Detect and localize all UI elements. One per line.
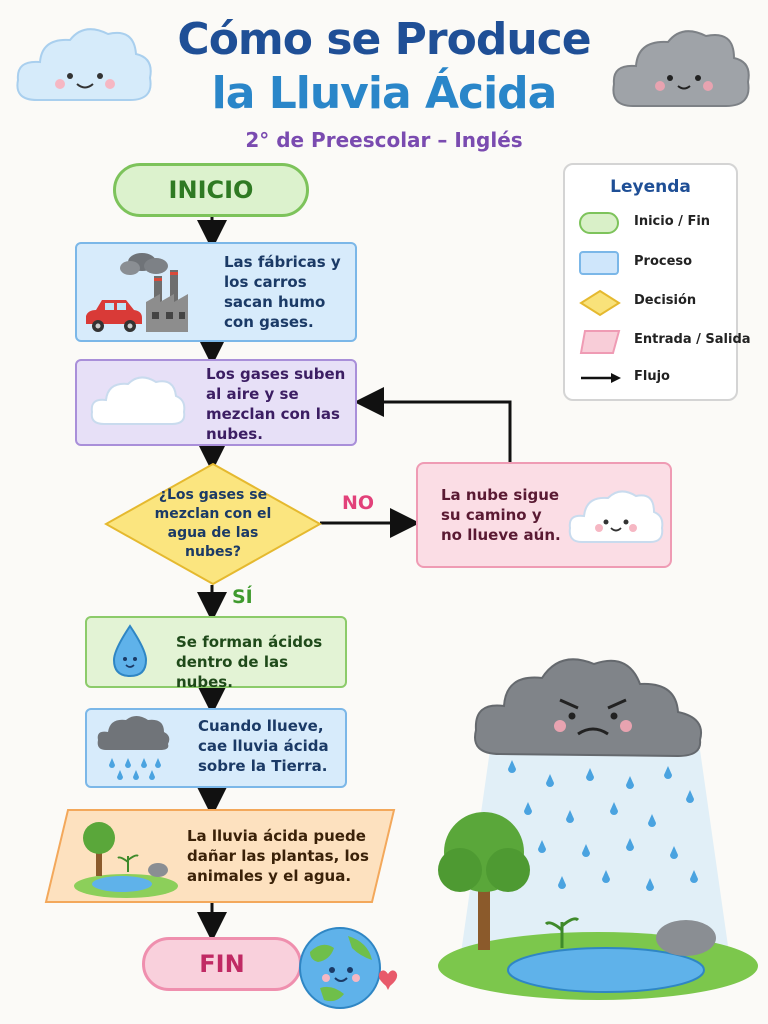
legend-item-flow: Flujo xyxy=(579,365,729,391)
legend-rect-swatch xyxy=(579,251,619,275)
legend-parallelogram-swatch xyxy=(579,330,621,354)
end-node: FIN xyxy=(142,937,302,991)
car-icon xyxy=(86,300,142,332)
legend-item-decision: Decisión xyxy=(579,289,729,317)
yes-label: SÍ xyxy=(232,586,253,608)
page-title-line-2: la Lluvia Ácida xyxy=(211,68,558,119)
rain-cloud-icon xyxy=(97,716,170,780)
legend-label: Inicio / Fin xyxy=(634,214,711,229)
legend-label: Flujo xyxy=(634,369,670,384)
nature-scene-icon xyxy=(74,822,178,898)
legend-item-process: Proceso xyxy=(579,250,729,276)
process-acids-text: Se forman ácidos dentro de las nubes. xyxy=(176,633,323,691)
no-branch-text: La nube sigue su camino y no llueve aún. xyxy=(441,486,561,544)
legend: Leyenda Inicio / Fin Proceso Decisión En… xyxy=(563,163,751,401)
process-factories xyxy=(75,242,357,342)
legend-title: Leyenda xyxy=(610,177,691,197)
page-subtitle: 2° de Preescolar – Inglés xyxy=(245,128,523,152)
page-title-line-1: Cómo se Produce xyxy=(177,14,591,65)
no-label: NO xyxy=(342,492,375,514)
cloud-icon xyxy=(90,376,186,425)
legend-diamond-swatch xyxy=(579,289,621,317)
decision-diamond xyxy=(104,462,322,586)
legend-item-start-end: Inicio / Fin xyxy=(579,210,729,236)
start-node: INICIO xyxy=(113,163,309,217)
decision-text: ¿Los gases se mezclan con el agua de las… xyxy=(154,487,272,560)
legend-label: Proceso xyxy=(634,254,693,269)
heart-icon xyxy=(378,970,398,990)
acid-rain-scene xyxy=(438,658,758,1000)
legend-label: Decisión xyxy=(634,293,697,308)
gray-cloud-icon xyxy=(612,30,750,107)
legend-item-input-output: Entrada / Salida xyxy=(579,328,751,354)
arrow-icon xyxy=(581,373,621,383)
process-factories-text: Las fábricas y los carros sacan humo con… xyxy=(224,253,341,331)
happy-cloud-icon xyxy=(16,28,152,101)
water-drop-icon xyxy=(112,624,148,678)
happy-cloud-icon xyxy=(568,490,664,543)
legend-label: Entrada / Salida xyxy=(634,332,751,347)
process-gases-rise-text: Los gases suben al aire y se mezclan con… xyxy=(206,365,346,443)
legend-pill-swatch xyxy=(579,212,619,234)
earth-icon xyxy=(299,927,398,1009)
factory-icon xyxy=(120,253,188,332)
process-acid-rain-text: Cuando llueve, cae lluvia ácida sobre la… xyxy=(198,717,329,775)
output-effects-text: La lluvia ácida puede dañar las plantas,… xyxy=(187,827,369,885)
angry-cloud-icon xyxy=(474,658,702,758)
